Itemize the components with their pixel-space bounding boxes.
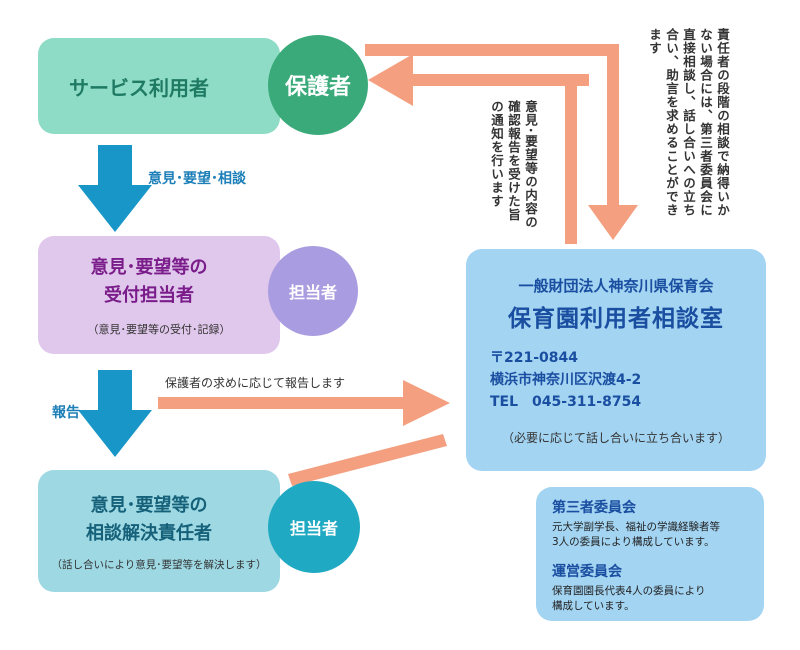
down-arrow-2 xyxy=(78,370,152,457)
notification-note: 意見･要望等の内容の確認報告を受けた旨の通知を行います xyxy=(489,100,538,229)
resolution-sub: （話し合いにより意見･要望等を解決します） xyxy=(51,558,267,571)
office-org: 一般財団法人神奈川県保育会 xyxy=(518,277,714,295)
service-user-label: サービス利用者 xyxy=(69,75,209,100)
arrow1-label: 意見･要望･相談 xyxy=(148,171,246,187)
management-desc-2: 構成しています。 xyxy=(552,600,635,612)
reception-title-2: 受付担当者 xyxy=(104,285,194,306)
management-title: 運営委員会 xyxy=(552,564,622,580)
reception-box: 意見･要望等の 受付担当者 （意見･要望等の受付･記録） xyxy=(38,236,280,354)
management-desc-1: 保育園園長代表4人の委員により xyxy=(552,585,706,597)
resolution-to-office-line xyxy=(288,434,447,486)
office-tel: TEL 045-311-8754 xyxy=(490,394,642,410)
guardian-label: 保護者 xyxy=(284,75,351,100)
reception-sub: （意見･要望等の受付･記録） xyxy=(87,323,231,336)
third-party-note: 責任者の段階の相談で納得いかない場合には、第三者委員会に直接相談し、話し合いへの… xyxy=(647,28,730,217)
notification-arrow xyxy=(368,54,589,243)
third-party-desc-2: 3人の委員により構成しています。 xyxy=(552,536,715,548)
report-arrow xyxy=(158,380,450,426)
resolution-title-1: 意見･要望等の xyxy=(90,494,208,516)
office-name: 保育園利用者相談室 xyxy=(508,306,724,332)
office-postal: 〒221-0844 xyxy=(490,350,578,366)
guardian-circle: 保護者 xyxy=(268,35,368,135)
resolution-staff-label: 担当者 xyxy=(289,519,338,538)
reception-staff-label: 担当者 xyxy=(288,283,337,302)
third-party-desc-1: 元大学副学長、福祉の学識経験者等 xyxy=(552,521,720,533)
report-arrow-label: 保護者の求めに応じて報告します xyxy=(165,376,346,390)
resolution-box: 意見･要望等の 相談解決責任者 （話し合いにより意見･要望等を解決します） xyxy=(38,470,280,592)
reception-staff-circle: 担当者 xyxy=(268,246,358,336)
committees-box: 第三者委員会 元大学副学長、福祉の学識経験者等 3人の委員により構成しています。… xyxy=(536,487,764,621)
resolution-staff-circle: 担当者 xyxy=(268,481,360,573)
office-note: （必要に応じて話し合いに立ち合います） xyxy=(501,431,730,445)
down-arrow-1 xyxy=(78,145,152,232)
reception-title-1: 意見･要望等の xyxy=(90,257,208,278)
third-party-arrow xyxy=(365,44,638,240)
notification-arrow-shaft xyxy=(565,74,577,244)
consultation-office-box: 一般財団法人神奈川県保育会 保育園利用者相談室 〒221-0844 横浜市神奈川… xyxy=(466,249,766,471)
third-party-title: 第三者委員会 xyxy=(552,500,636,516)
office-address: 横浜市神奈川区沢渡4-2 xyxy=(490,372,642,388)
resolution-title-2: 相談解決責任者 xyxy=(86,522,212,544)
service-user-box: サービス利用者 xyxy=(38,38,280,134)
arrow2-label: 報告 xyxy=(52,405,80,421)
